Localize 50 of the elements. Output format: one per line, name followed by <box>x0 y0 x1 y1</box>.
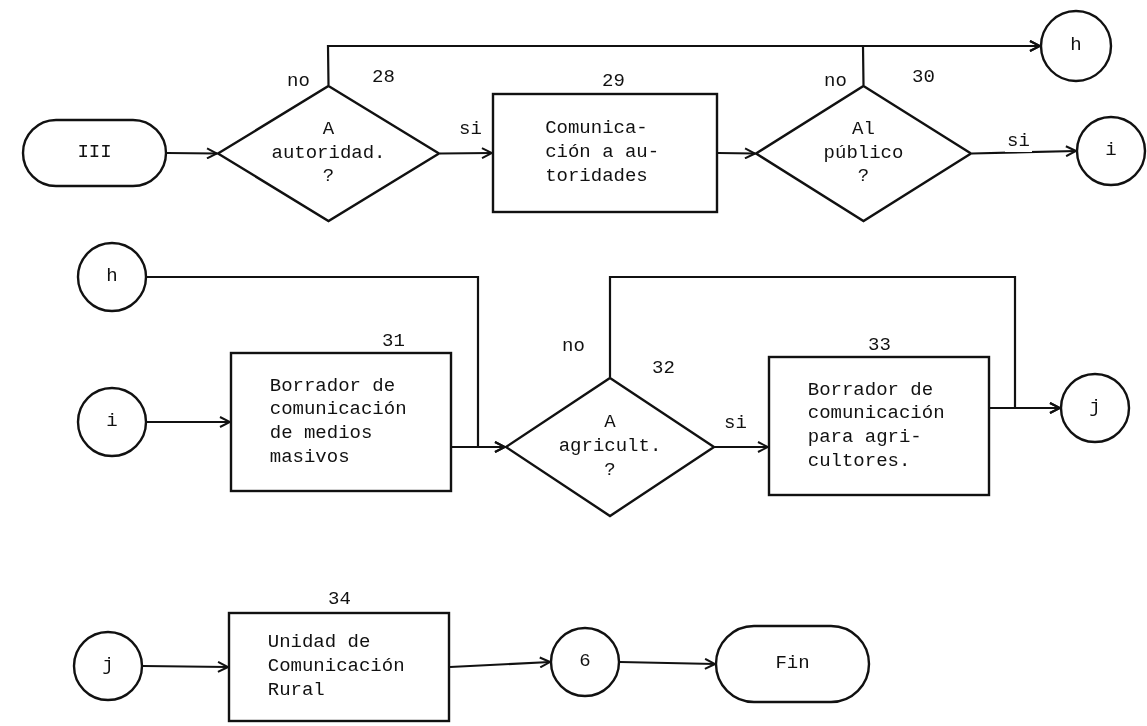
decision-diamond <box>755 85 972 222</box>
step-number: 31 <box>382 330 405 352</box>
arrow <box>861 40 1041 85</box>
node-text: Unidad de Comunicación Rural <box>266 631 406 703</box>
connector-circle <box>1076 116 1146 186</box>
edge-label: si <box>1005 130 1032 152</box>
node-text: j <box>102 654 114 678</box>
connector-circle <box>77 242 147 312</box>
node-text: i <box>1105 139 1117 163</box>
node-text: A agricult. ? <box>557 411 663 483</box>
step-number: 29 <box>602 70 625 92</box>
step-number: 34 <box>328 588 351 610</box>
arrow <box>143 660 229 673</box>
node-text: h <box>1070 34 1082 58</box>
node-text: A autoridad. ? <box>270 117 387 190</box>
arrow <box>452 441 506 453</box>
step-number: 33 <box>868 334 891 356</box>
step-number: 30 <box>912 66 935 88</box>
arrow <box>167 147 218 160</box>
connector-circle <box>1040 10 1112 82</box>
arrow <box>718 147 756 160</box>
connector-circle <box>77 387 147 457</box>
process-box <box>492 93 718 213</box>
arrow <box>619 657 716 670</box>
arrow <box>147 416 231 428</box>
node-text: j <box>1089 396 1101 420</box>
process-box <box>768 356 990 496</box>
connector-circle <box>1060 373 1130 443</box>
node-text: Comunica- ción a au- toridades <box>544 117 661 189</box>
node-text: Borrador de comunicación de medios masivos <box>268 374 408 470</box>
process-box <box>228 612 450 722</box>
connector-circle <box>73 631 143 701</box>
node-text: Al público ? <box>822 117 905 190</box>
node-text: h <box>106 265 118 289</box>
step-number: 28 <box>372 66 395 88</box>
node-text: Fin <box>775 652 810 676</box>
node-text: III <box>77 141 112 165</box>
connector-circle <box>550 627 620 697</box>
process-box <box>230 352 452 492</box>
step-number: 32 <box>652 357 675 379</box>
node-text: Borrador de comunicación para agri- cultores. <box>806 378 946 474</box>
decision-diamond <box>505 377 715 517</box>
arrow <box>440 147 493 160</box>
decision-diamond <box>217 85 440 222</box>
node-text: 6 <box>579 650 591 674</box>
arrow <box>971 145 1077 158</box>
arrow <box>715 441 769 453</box>
node-text: i <box>106 410 118 434</box>
arrow <box>449 656 551 669</box>
arrow <box>990 402 1061 414</box>
